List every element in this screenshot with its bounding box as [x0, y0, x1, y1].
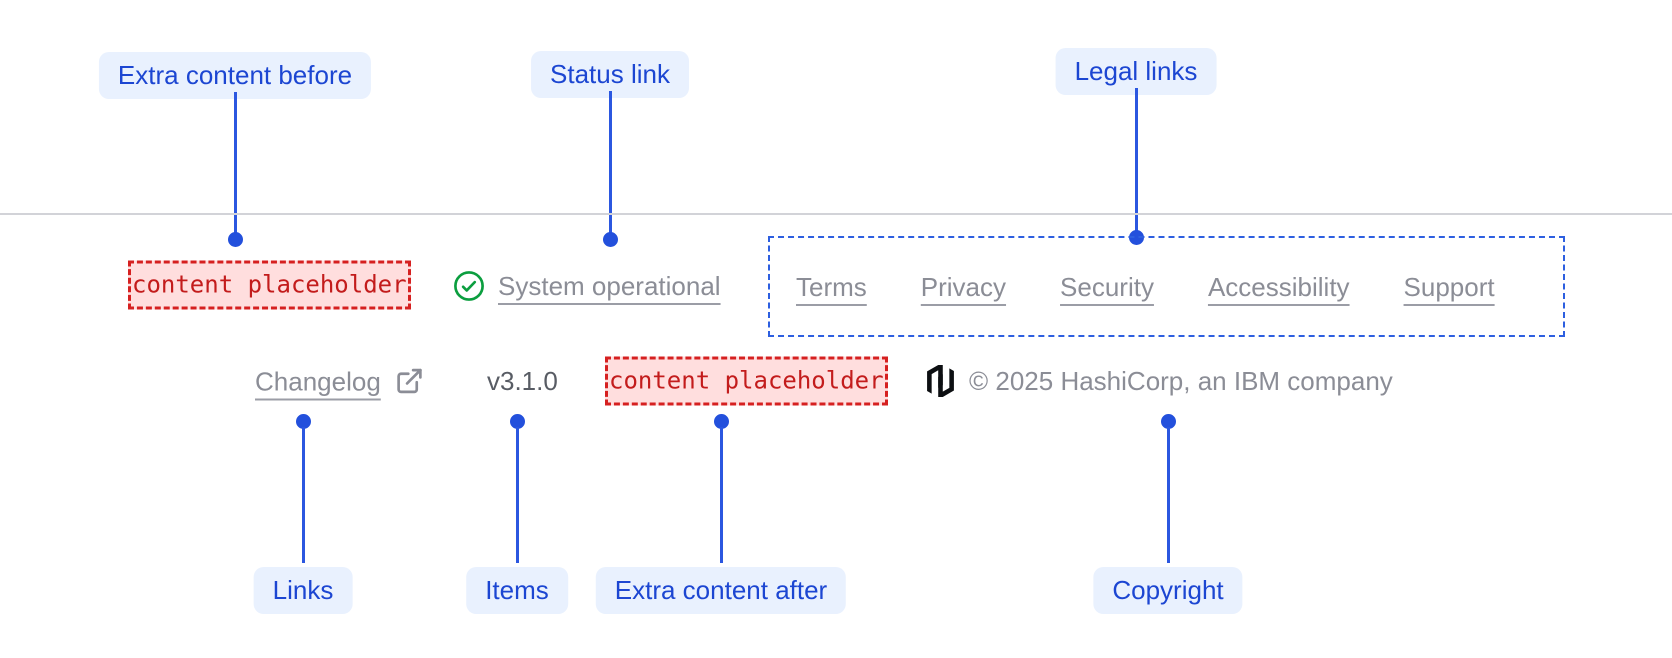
- version-text: v3.1.0: [487, 366, 558, 396]
- connector-line-status-link: [608, 91, 612, 233]
- footer-divider: [0, 213, 1672, 215]
- connector-line-links: [301, 427, 305, 563]
- legal-links-container: Terms Privacy Security Accessibility Sup…: [768, 236, 1565, 337]
- extra-content-after-placeholder: content placeholder: [605, 356, 888, 406]
- callout-label: Copyright: [1112, 575, 1224, 605]
- connector-dot-copyright: [1161, 414, 1176, 429]
- callout-label: Extra content before: [117, 60, 353, 90]
- connector-dot-status-link: [603, 232, 618, 247]
- legal-link-support[interactable]: Support: [1403, 271, 1495, 302]
- copyright-text: © 2025 HashiCorp, an IBM company: [969, 366, 1393, 396]
- copyright-section: © 2025 HashiCorp, an IBM company: [927, 365, 1393, 397]
- connector-line-extra-content-after: [719, 427, 723, 563]
- placeholder-text: content placeholder: [609, 366, 884, 395]
- placeholder-text: content placeholder: [132, 270, 407, 299]
- check-circle-icon: [453, 270, 485, 302]
- callout-extra-content-after: Extra content after: [595, 567, 847, 614]
- callout-copyright: Copyright: [1093, 567, 1243, 614]
- callout-label: Extra content after: [614, 575, 828, 605]
- changelog-link[interactable]: Changelog: [255, 367, 424, 396]
- callout-extra-content-before: Extra content before: [98, 52, 372, 99]
- connector-line-extra-content-before: [233, 92, 237, 233]
- callout-items: Items: [466, 567, 568, 614]
- legal-link-accessibility[interactable]: Accessibility: [1207, 271, 1350, 302]
- callout-label: Status link: [550, 59, 670, 89]
- legal-link-security[interactable]: Security: [1060, 271, 1154, 302]
- hashicorp-logo: [927, 365, 954, 397]
- version-item: v3.1.0: [487, 368, 558, 394]
- status-link-label: System operational: [498, 271, 721, 301]
- legal-link-privacy[interactable]: Privacy: [920, 271, 1007, 302]
- extra-content-before-placeholder: content placeholder: [128, 260, 411, 310]
- legal-link-terms[interactable]: Terms: [796, 271, 867, 302]
- connector-line-legal-links: [1134, 88, 1138, 231]
- callout-label: Items: [485, 575, 549, 605]
- external-link-icon: [395, 367, 424, 396]
- connector-dot-links: [296, 414, 311, 429]
- callout-links: Links: [253, 567, 353, 614]
- connector-line-copyright: [1166, 427, 1170, 563]
- callout-status-link: Status link: [531, 51, 689, 98]
- changelog-link-label: Changelog: [255, 366, 381, 396]
- status-link[interactable]: System operational: [453, 270, 721, 302]
- connector-dot-extra-content-after: [714, 414, 729, 429]
- callout-label: Links: [272, 575, 334, 605]
- callout-legal-links: Legal links: [1055, 48, 1217, 95]
- connector-line-items: [515, 427, 519, 563]
- connector-dot-items: [510, 414, 525, 429]
- callout-label: Legal links: [1074, 56, 1198, 86]
- connector-dot-extra-content-before: [228, 232, 243, 247]
